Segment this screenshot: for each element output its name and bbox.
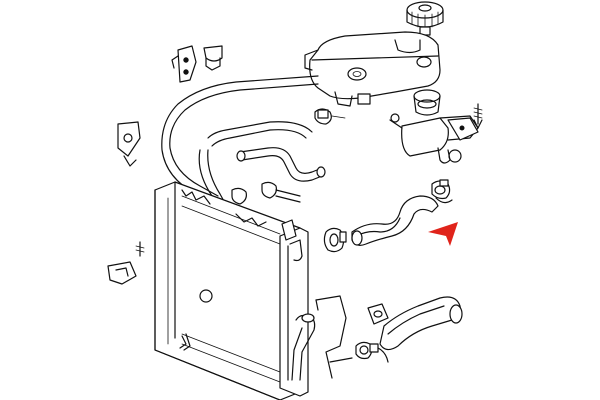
mounting-bracket	[107, 261, 137, 285]
mounting-bracket	[447, 117, 479, 141]
hose-clamp	[231, 181, 301, 205]
hose-clamp	[323, 227, 347, 253]
bleed-hose	[161, 75, 319, 205]
hose-clamp	[367, 303, 389, 325]
lower-radiator-hose	[379, 296, 463, 351]
expansion-tank-cap	[406, 1, 444, 36]
lower-radiator-hose	[291, 313, 316, 381]
upper-radiator-hose	[351, 195, 439, 246]
mounting-bracket	[171, 45, 197, 83]
bolt	[132, 226, 148, 257]
heater-hose	[236, 147, 326, 182]
radiator	[154, 181, 309, 400]
highlight-arrow-pointer	[428, 222, 458, 246]
hose-clamp	[314, 108, 346, 125]
hose-clamp	[203, 45, 223, 71]
bolt	[470, 88, 488, 129]
hose-clamp	[431, 179, 453, 204]
mounting-bracket	[117, 121, 141, 167]
hose-clamp	[355, 341, 389, 363]
expansion-tank	[304, 31, 441, 107]
mounting-bracket	[315, 295, 353, 379]
